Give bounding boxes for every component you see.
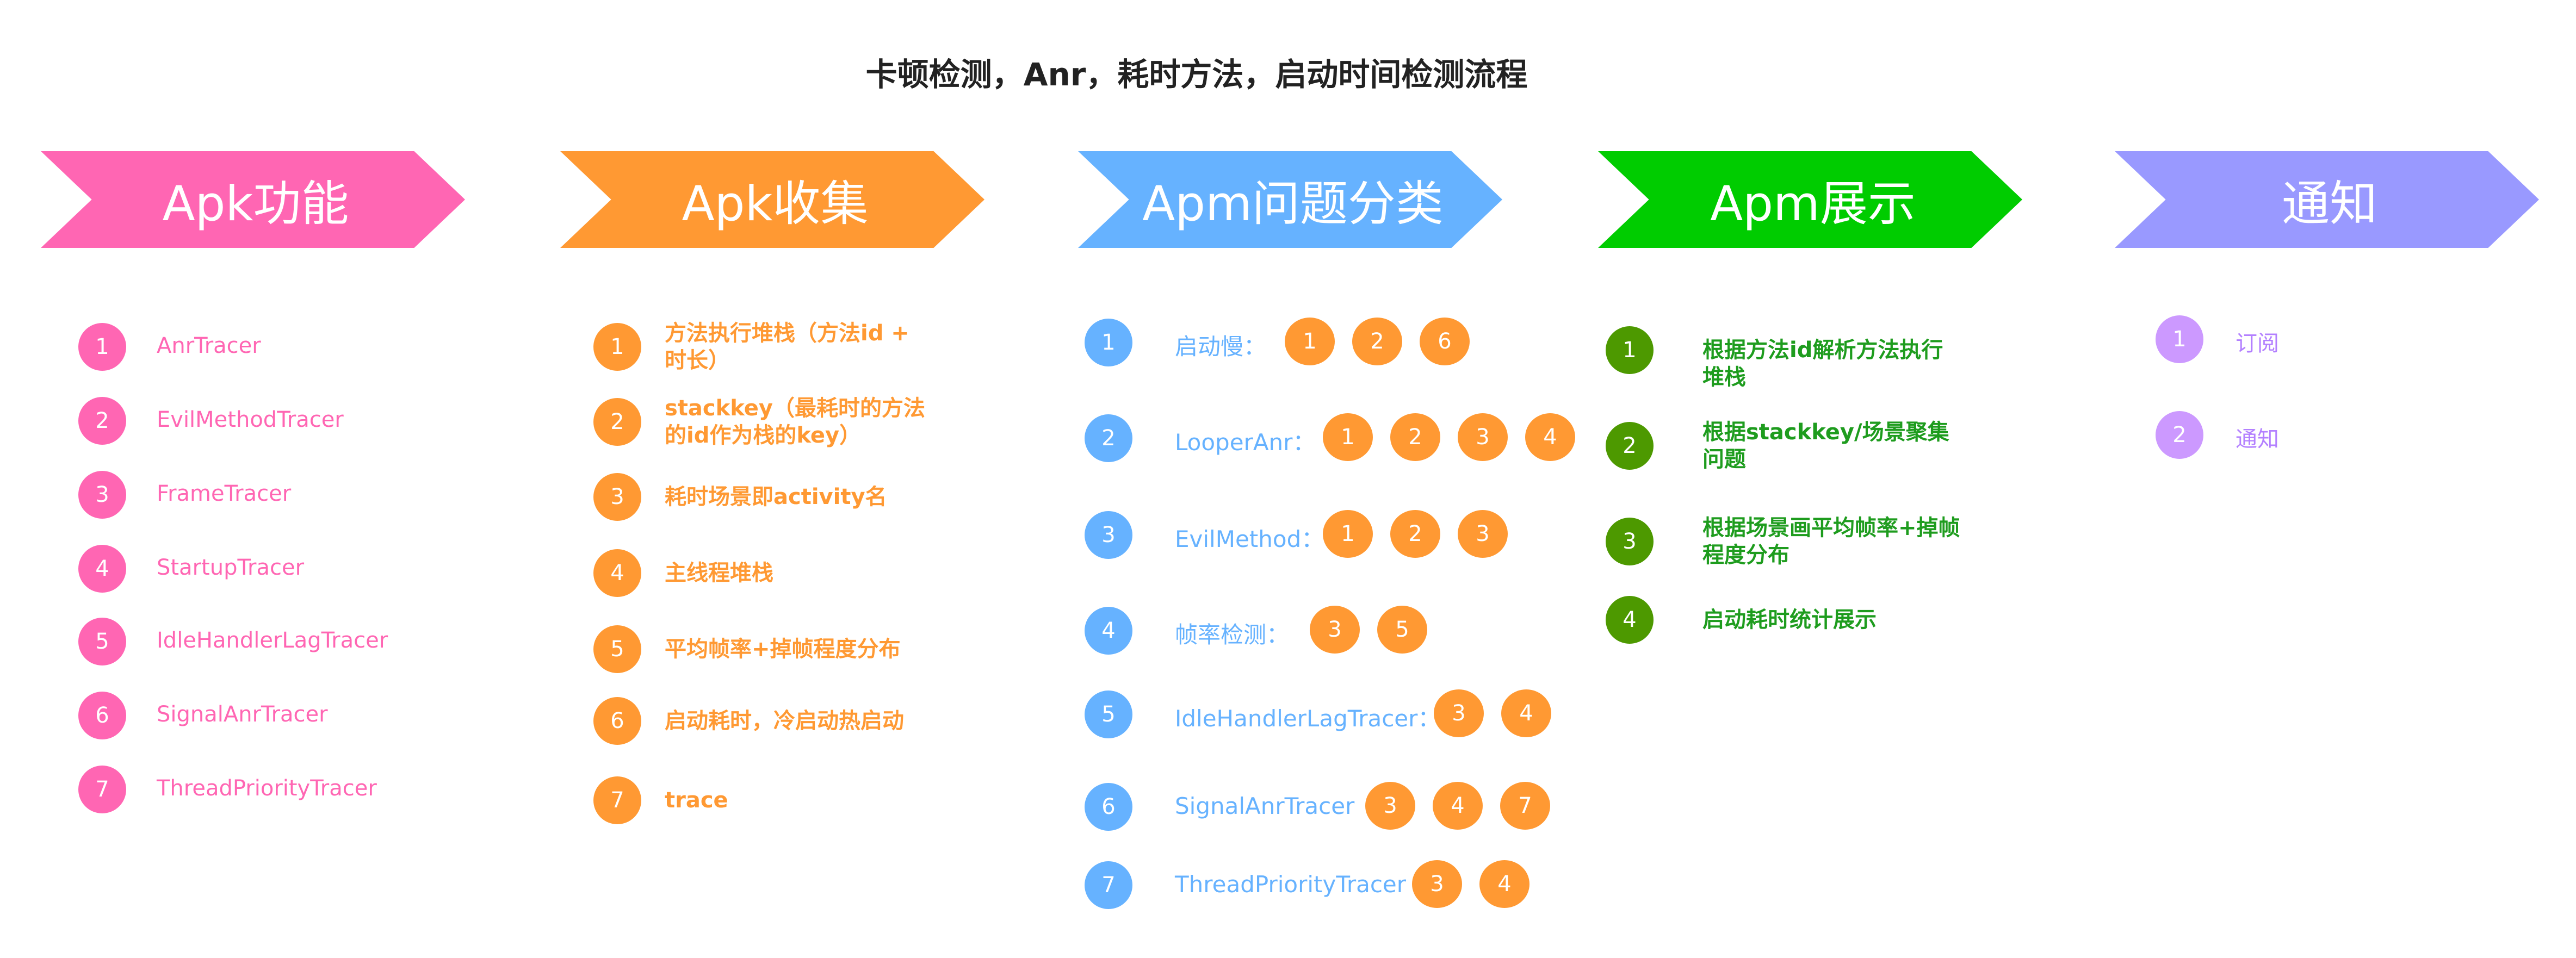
step-number-badge: 2 xyxy=(1085,414,1132,462)
step-label: IdleHandlerLagTracer xyxy=(157,628,388,654)
stage-header-3: Apm问题分类 xyxy=(1078,151,1502,248)
stage-header-4: Apm展示 xyxy=(1598,151,2022,248)
reference-badge: 4 xyxy=(1501,689,1551,737)
stage-header-label: Apk功能 xyxy=(162,175,349,232)
step-number-badge: 2 xyxy=(2156,411,2203,459)
step-label: IdleHandlerLagTracer： xyxy=(1175,705,1441,732)
step-number-badge: 4 xyxy=(1085,607,1132,655)
step-number-badge: 6 xyxy=(78,692,126,739)
step-label: SignalAnrTracer xyxy=(1175,792,1355,819)
step-label: 启动耗时统计展示 xyxy=(1702,607,1877,632)
step-label: 根据场景画平均帧率+掉帧程度分布 xyxy=(1702,515,1960,568)
step-label: 启动耗时，冷启动热启动 xyxy=(665,708,904,733)
step-number-badge: 4 xyxy=(78,545,126,593)
step-number-badge: 1 xyxy=(78,323,126,371)
step-number-badge: 5 xyxy=(593,625,641,673)
stage-header-label: 通知 xyxy=(2281,175,2377,232)
step-label: StartupTracer xyxy=(157,555,305,581)
step-label: 根据stackkey/场景聚集问题 xyxy=(1702,420,1949,472)
reference-badge: 4 xyxy=(1479,860,1530,908)
step-label: trace xyxy=(665,788,728,813)
reference-badge: 1 xyxy=(1285,318,1335,365)
reference-badge: 6 xyxy=(1420,318,1470,365)
reference-badge: 1 xyxy=(1323,510,1373,558)
stage-header-1: Apk功能 xyxy=(41,151,465,248)
reference-badge: 3 xyxy=(1458,413,1508,461)
diagram-title: 卡顿检测，Anr，耗时方法，启动时间检测流程 xyxy=(865,56,1528,93)
step-number-badge: 7 xyxy=(593,776,641,824)
step-number-badge: 3 xyxy=(1085,511,1132,559)
step-label: AnrTracer xyxy=(157,333,261,359)
step-number-badge: 5 xyxy=(1085,690,1132,738)
stage-header-label: Apm展示 xyxy=(1710,175,1916,232)
step-label: ThreadPriorityTracer xyxy=(157,776,377,801)
step-number-badge: 7 xyxy=(1085,861,1132,909)
step-number-badge: 5 xyxy=(78,618,126,665)
step-number-badge: 2 xyxy=(78,397,126,445)
step-label: 帧率检测： xyxy=(1175,621,1290,648)
stage-header-label: Apk收集 xyxy=(682,175,869,232)
step-label: FrameTracer xyxy=(157,481,292,507)
reference-badge: 1 xyxy=(1323,413,1373,461)
step-number-badge: 1 xyxy=(593,323,641,371)
step-number-badge: 1 xyxy=(1085,319,1132,366)
reference-badge: 4 xyxy=(1433,782,1483,830)
step-label: SignalAnrTracer xyxy=(157,702,328,727)
step-label: EvilMethodTracer xyxy=(157,407,344,433)
step-number-badge: 4 xyxy=(593,549,641,597)
step-label: LooperAnr： xyxy=(1175,428,1316,456)
step-number-badge: 3 xyxy=(593,473,641,521)
step-label: 订阅 xyxy=(2236,331,2279,357)
reference-badge: 5 xyxy=(1377,606,1427,654)
stage-header-2: Apk收集 xyxy=(560,151,984,248)
reference-badge: 4 xyxy=(1525,413,1575,461)
step-label: 主线程堆栈 xyxy=(665,561,773,586)
reference-badge: 3 xyxy=(1458,510,1508,558)
reference-badge: 3 xyxy=(1365,782,1415,830)
step-number-badge: 6 xyxy=(593,697,641,745)
step-label: 方法执行堆栈（方法id + 时长） xyxy=(665,321,909,373)
step-label: 启动慢： xyxy=(1175,333,1267,360)
step-number-badge: 1 xyxy=(2156,315,2203,363)
step-number-badge: 7 xyxy=(78,766,126,813)
stage-header-5: 通知 xyxy=(2115,151,2539,248)
step-label: EvilMethod： xyxy=(1175,525,1324,552)
step-label: 根据方法id解析方法执行堆栈 xyxy=(1702,338,1943,390)
step-number-badge: 6 xyxy=(1085,783,1132,831)
reference-badge: 2 xyxy=(1352,318,1402,365)
reference-badge: 3 xyxy=(1412,860,1462,908)
reference-badge: 2 xyxy=(1390,413,1440,461)
step-label: ThreadPriorityTracer xyxy=(1175,870,1407,898)
step-label: 耗时场景即activity名 xyxy=(665,484,887,509)
step-label: 平均帧率+掉帧程度分布 xyxy=(665,637,901,662)
step-number-badge: 1 xyxy=(1606,326,1654,374)
step-label: 通知 xyxy=(2236,427,2279,452)
step-number-badge: 3 xyxy=(1606,518,1654,565)
reference-badge: 3 xyxy=(1310,606,1360,654)
step-number-badge: 3 xyxy=(78,471,126,519)
reference-badge: 3 xyxy=(1434,689,1484,737)
stage-header-label: Apm问题分类 xyxy=(1142,175,1444,232)
step-label: stackkey（最耗时的方法的id作为栈的key） xyxy=(665,396,925,448)
step-number-badge: 2 xyxy=(593,398,641,446)
reference-badge: 7 xyxy=(1500,782,1550,830)
reference-badge: 2 xyxy=(1390,510,1440,558)
step-number-badge: 4 xyxy=(1606,596,1654,644)
step-number-badge: 2 xyxy=(1606,422,1654,470)
